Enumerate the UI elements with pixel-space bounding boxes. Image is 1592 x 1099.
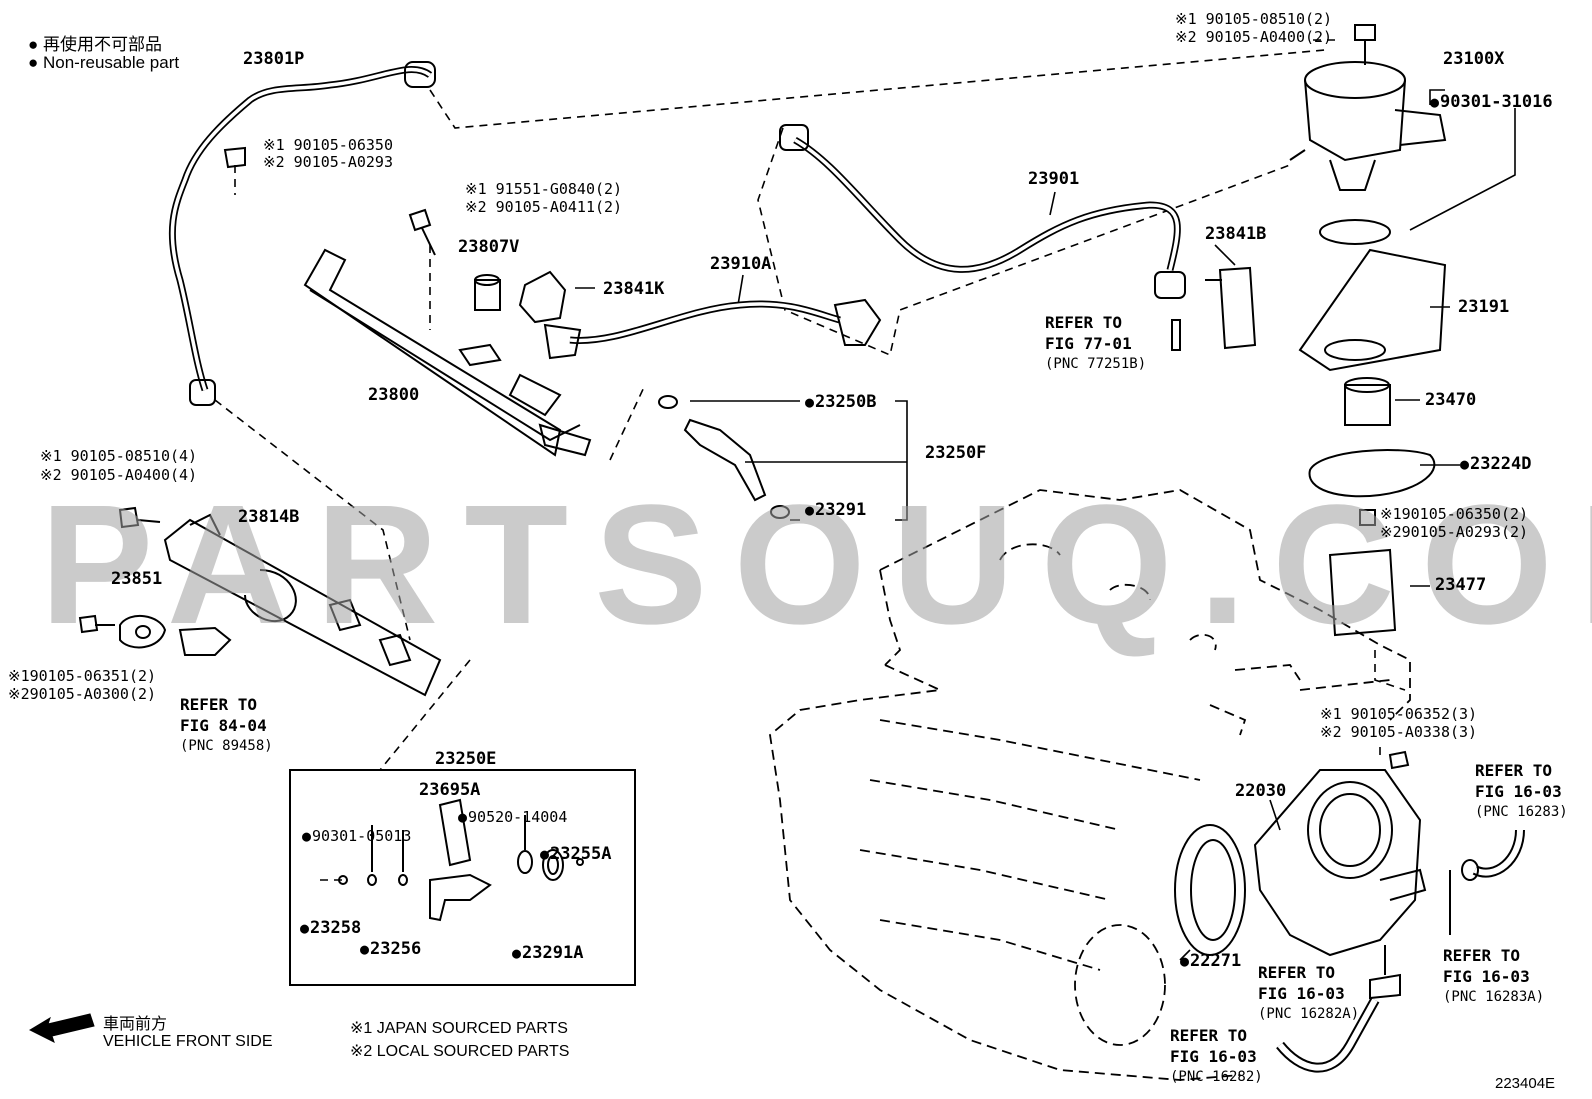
part-23191[interactable]: 23191	[1458, 297, 1510, 317]
part-90301-31016[interactable]: 90301-31016	[1430, 93, 1553, 111]
sensor-89458	[178, 626, 232, 656]
part-23477[interactable]: 23477	[1435, 575, 1487, 595]
bullet-icon: ●	[28, 35, 43, 54]
solid-leaders	[575, 89, 1516, 961]
bolt-sensor-2[interactable]: ※290105-A0300(2)	[8, 685, 157, 703]
legend-en: ● Non-reusable part	[28, 53, 180, 72]
part-23841K[interactable]: 23841K	[603, 279, 665, 299]
fuel-tube-23901	[793, 136, 1181, 273]
bolt-left-2[interactable]: ※2 90105-A0400(4)	[40, 466, 198, 484]
ref-fig-16-03-pnc-16282[interactable]: REFER TO FIG 16-03 (PNC 16282)	[1170, 1026, 1263, 1085]
part-90301-05013[interactable]: 90301-05013	[302, 827, 411, 845]
bolt-throttle-2[interactable]: ※2 90105-A0338(3)	[1320, 723, 1478, 741]
note-local-sourced: ※2 LOCAL SOURCED PARTS	[350, 1043, 570, 1060]
bolt-rail-2[interactable]: ※2 90105-A0293	[263, 153, 393, 171]
part-23800[interactable]: 23800	[368, 385, 420, 405]
fuel-rail-23814B	[163, 513, 442, 697]
injector-23250F	[658, 395, 790, 519]
clamp-23841K	[518, 270, 567, 324]
part-23801P[interactable]: 23801P	[243, 49, 305, 69]
bolt-top-right-2[interactable]: ※2 90105-A0400(2)	[1175, 28, 1333, 46]
part-23814B[interactable]: 23814B	[238, 507, 300, 527]
figure-code: 223404E	[1495, 1075, 1556, 1092]
part-23255A[interactable]: 23255A	[540, 845, 611, 863]
part-23250F[interactable]: 23250F	[925, 443, 987, 463]
part-23250B[interactable]: 23250B	[805, 393, 876, 411]
bolt-delivery-1[interactable]: ※1 91551-G0840(2)	[465, 180, 623, 198]
bolt-top-right-1[interactable]: ※1 90105-08510(2)	[1175, 10, 1333, 28]
bullet-icon: ●	[28, 53, 43, 72]
cover-23477	[1328, 548, 1397, 637]
part-90520-14004[interactable]: 90520-14004	[458, 808, 567, 826]
part-23256[interactable]: 23256	[360, 940, 421, 958]
lifter-23470	[1344, 384, 1391, 426]
part-22030[interactable]: 22030	[1235, 781, 1287, 801]
injector-kit-box-23250E	[289, 769, 636, 986]
bracket-23191	[1298, 248, 1447, 372]
legend-ja: ● 再使用不可部品	[28, 35, 162, 54]
ref-fig-16-03-pnc-16283A[interactable]: REFER TO FIG 16-03 (PNC 16283A)	[1443, 946, 1545, 1005]
dashed-leaders	[214, 39, 1406, 881]
part-23291A[interactable]: 23291A	[512, 944, 583, 962]
front-en: VEHICLE FRONT SIDE	[103, 1033, 273, 1050]
ref-fig-77-01[interactable]: REFER TO FIG 77-01 (PNC 77251B)	[1045, 313, 1147, 372]
engine-outline	[769, 489, 1411, 1081]
ref-fig-16-03-pnc-16283[interactable]: REFER TO FIG 16-03 (PNC 16283)	[1475, 761, 1568, 820]
part-22271[interactable]: 22271	[1180, 952, 1241, 970]
ref-fig-84-04[interactable]: REFER TO FIG 84-04 (PNC 89458)	[180, 695, 273, 754]
part-23851[interactable]: 23851	[111, 569, 163, 589]
gasket-23224D	[1308, 449, 1436, 498]
injector-kit-parts	[338, 798, 584, 922]
bolt-sensor-1[interactable]: ※190105-06351(2)	[8, 667, 157, 685]
bolt-left-1[interactable]: ※1 90105-08510(4)	[40, 447, 198, 465]
part-23901[interactable]: 23901	[1028, 169, 1080, 189]
throttle-body-22030	[1253, 769, 1427, 957]
part-23291[interactable]: 23291	[805, 501, 866, 519]
part-23100X[interactable]: 23100X	[1443, 49, 1505, 69]
front-arrow	[28, 1013, 95, 1043]
gasket-23851	[119, 614, 167, 649]
front-ja: 車両前方	[103, 1016, 168, 1033]
bolt-rail-1[interactable]: ※1 90105-06350	[263, 136, 393, 154]
part-23258[interactable]: 23258	[300, 919, 361, 937]
bolt-pump-1[interactable]: ※190105-06350(2)	[1380, 505, 1529, 523]
clamp-23841B	[1218, 266, 1257, 350]
note-japan-sourced: ※1 JAPAN SOURCED PARTS	[350, 1020, 568, 1037]
part-23807V[interactable]: 23807V	[458, 237, 520, 257]
collar-23807V	[474, 279, 501, 311]
part-23695A[interactable]: 23695A	[419, 780, 481, 800]
part-23250E[interactable]: 23250E	[435, 749, 497, 769]
delivery-pipe-23800	[303, 248, 592, 457]
part-23841B[interactable]: 23841B	[1205, 224, 1267, 244]
bolt-delivery-2[interactable]: ※2 90105-A0411(2)	[465, 198, 623, 216]
part-23224D[interactable]: 23224D	[1460, 455, 1531, 473]
part-23910A[interactable]: 23910A	[710, 254, 772, 274]
ref-fig-16-03-pnc-16282A[interactable]: REFER TO FIG 16-03 (PNC 16282A)	[1258, 963, 1360, 1022]
part-23470[interactable]: 23470	[1425, 390, 1477, 410]
bolt-throttle-1[interactable]: ※1 90105-06352(3)	[1320, 705, 1478, 723]
fuel-pump-23100X	[1289, 61, 1447, 245]
bolt-pump-2[interactable]: ※290105-A0293(2)	[1380, 523, 1529, 541]
